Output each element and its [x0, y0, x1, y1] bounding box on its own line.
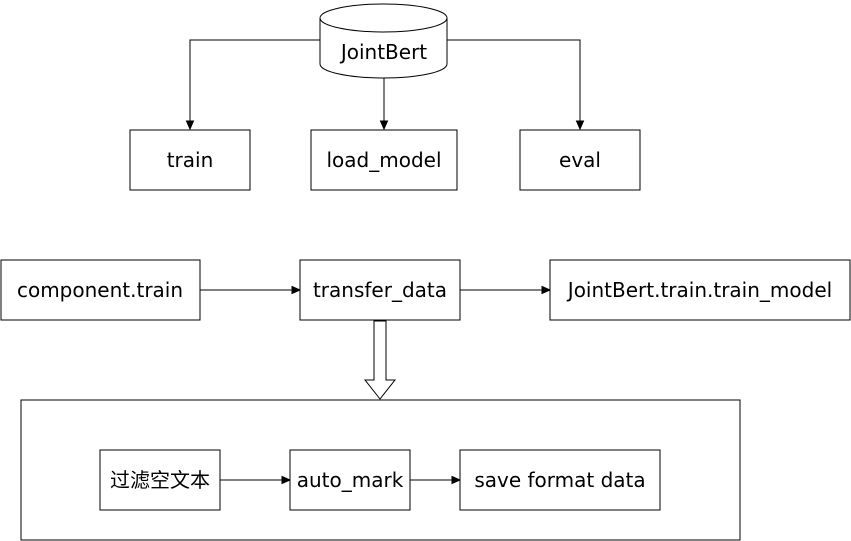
filter-empty-text-label: 过滤空文本: [110, 468, 210, 492]
train-label: train: [167, 148, 214, 172]
load-model-label: load_model: [326, 148, 441, 172]
save-format-data-node: save format data: [459, 449, 661, 511]
load-model-node: load_model: [310, 129, 458, 191]
database-cylinder-body: [319, 18, 448, 79]
transfer-data-node: transfer_data: [299, 259, 461, 321]
arrowhead-auto-mark: [281, 475, 292, 485]
component-train-node: component.train: [0, 259, 201, 321]
hollow-down-arrow: [363, 320, 397, 400]
component-train-label: component.train: [17, 278, 183, 302]
database-cylinder-top: [319, 3, 448, 33]
arrowhead-transfer: [291, 285, 302, 295]
train-model-node: JointBert.train.train_model: [549, 259, 851, 321]
edge-db-to-train: [189, 39, 320, 124]
arrowhead-save: [451, 475, 462, 485]
edge-db-to-eval: [447, 39, 581, 124]
transfer-data-label: transfer_data: [313, 278, 447, 302]
arrowhead-train-model: [541, 285, 552, 295]
database-label: JointBert: [339, 40, 427, 64]
eval-node: eval: [519, 129, 641, 191]
arrowhead-train: [185, 120, 195, 131]
database-node: JointBert: [319, 3, 448, 79]
train-node: train: [129, 129, 251, 191]
save-format-data-label: save format data: [474, 468, 645, 492]
arrowhead-eval: [575, 120, 585, 131]
auto-mark-node: auto_mark: [289, 449, 411, 511]
filter-empty-text-node: 过滤空文本: [99, 449, 221, 511]
auto-mark-label: auto_mark: [297, 468, 404, 492]
arrowhead-load-model: [379, 120, 389, 131]
train-model-label: JointBert.train.train_model: [566, 278, 832, 302]
eval-label: eval: [559, 148, 601, 172]
